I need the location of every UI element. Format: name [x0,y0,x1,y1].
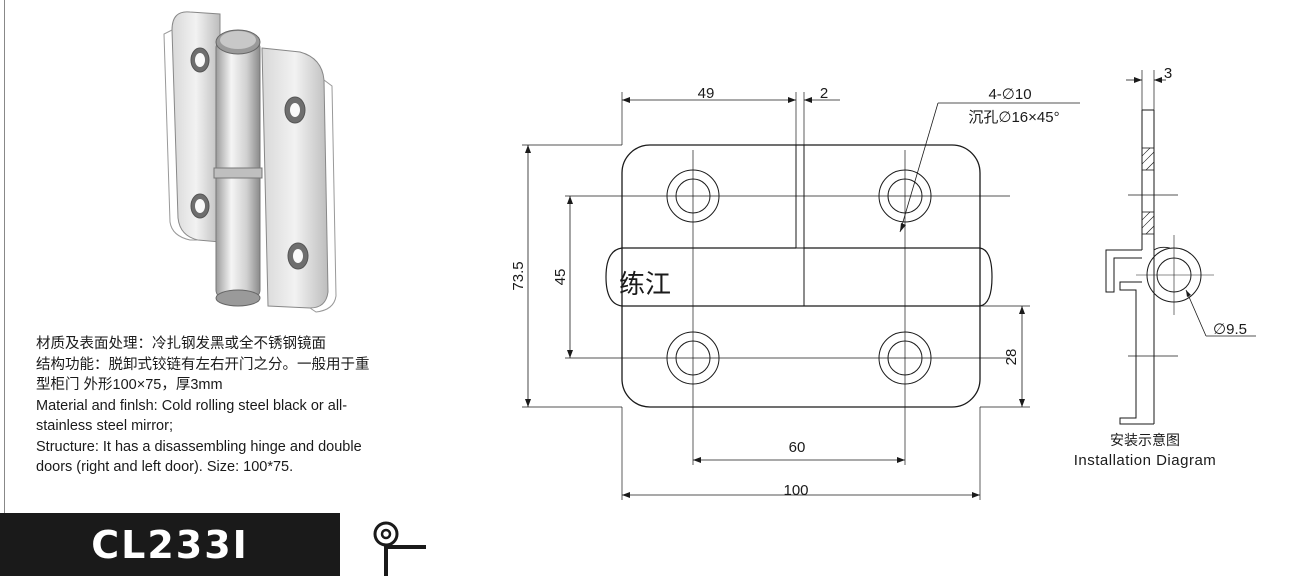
watermark-text: 练江 [619,270,671,300]
dim-60-label: 60 [789,439,806,456]
pin-diameter-label: ∅9.5 [1213,321,1247,338]
hinge-symbol-icon [373,521,426,576]
dim-28-label: 28 [1003,349,1020,366]
description-line: 材质及表面处理：冷扎钢发黑或全不锈钢镜面 [36,336,326,352]
side-view-drawing: 3 ∅9.5 [1105,65,1256,425]
dim-2-label: 2 [820,85,828,102]
installation-diagram-title-en: Installation Diagram [1073,452,1217,469]
description-line: 型柜门 外形100×75，厚3mm [36,377,223,393]
model-number-label: CL233I [0,513,340,576]
dim-100-label: 100 [783,482,808,499]
countersink-spec-label: 沉孔∅16×45° [968,109,1059,126]
dim-73-5-label: 73.5 [510,261,527,290]
dim-3-label: 3 [1164,65,1172,82]
hole-spec-label: 4-∅10 [988,86,1031,103]
description-line: doors (right and left door). Size: 100*7… [36,459,294,475]
description-line: Material and finlsh: Cold rolling steel … [36,397,348,414]
dim-49-label: 49 [698,85,715,102]
page-border [4,0,5,576]
installation-diagram-title-cn: 安装示意图 [1110,432,1180,448]
description-line: 结构功能：脱卸式铰链有左右开门之分。一般用于重 [36,356,370,373]
dim-45-label: 45 [552,269,569,286]
description-line: Structure: It has a disassembling hinge … [36,438,362,455]
description-line: stainless steel mirror; [36,418,173,434]
front-view-drawing: 49 2 4-∅10 沉孔∅16×45° 73.5 45 28 60 100 练… [510,85,1080,500]
hinge-product-image [163,11,337,313]
description-block: 材质及表面处理：冷扎钢发黑或全不锈钢镜面 结构功能：脱卸式铰链有左右开门之分。一… [36,334,466,478]
